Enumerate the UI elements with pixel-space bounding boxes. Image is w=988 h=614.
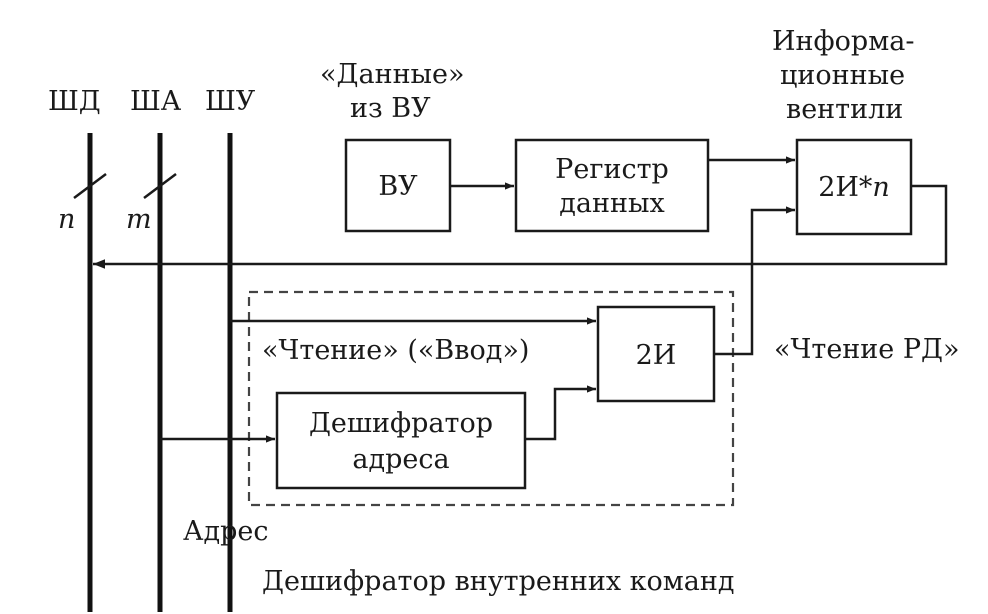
gates-label-line1: Информа- bbox=[772, 26, 914, 57]
gates-label-line2: ционные bbox=[780, 60, 905, 91]
info-gates-block bbox=[795, 138, 913, 236]
read-rd-arrow bbox=[714, 206, 795, 356]
device-block bbox=[344, 138, 452, 233]
address-bus-width-label: m bbox=[126, 204, 152, 235]
and-gate-block bbox=[596, 305, 716, 403]
address-label: Адрес bbox=[183, 516, 268, 547]
internal-command-decoder-label: Дешифратор внутренних команд bbox=[262, 566, 735, 597]
read-rd-label: «Чтение РД» bbox=[774, 334, 960, 365]
gates-label-line3: вентили bbox=[786, 94, 903, 125]
data-bus-width-slash bbox=[73, 173, 107, 199]
address-decoder-label-line1: Дешифратор bbox=[309, 408, 493, 439]
data-bus-label: ШД bbox=[48, 86, 101, 117]
address-bus-label: ША bbox=[130, 86, 182, 117]
data-bus-width-label: n bbox=[58, 204, 75, 235]
data-from-device-label-line2: из ВУ bbox=[350, 93, 431, 124]
internal-command-decoder-frame bbox=[247, 290, 735, 507]
and-gate-label: 2И bbox=[636, 340, 677, 371]
data-register-label-line1: Регистр bbox=[555, 154, 669, 185]
address-decoder-label-line2: адреса bbox=[352, 444, 449, 475]
data-register-block bbox=[514, 138, 710, 233]
control-bus-label: ШУ bbox=[205, 86, 256, 117]
info-gates-label: 2И*n bbox=[818, 172, 890, 203]
gates-to-data-bus-arrow bbox=[93, 184, 948, 269]
address-bus-width-slash bbox=[143, 173, 177, 199]
data-from-device-label-line1: «Данные» bbox=[320, 59, 465, 90]
data-register-label-line2: данных bbox=[559, 188, 664, 219]
device-block-label: ВУ bbox=[378, 171, 418, 202]
address-decoder-block bbox=[275, 391, 527, 490]
read-input-label: «Чтение» («Ввод») bbox=[262, 335, 529, 366]
decoder-to-and-gate-arrow bbox=[525, 385, 596, 441]
